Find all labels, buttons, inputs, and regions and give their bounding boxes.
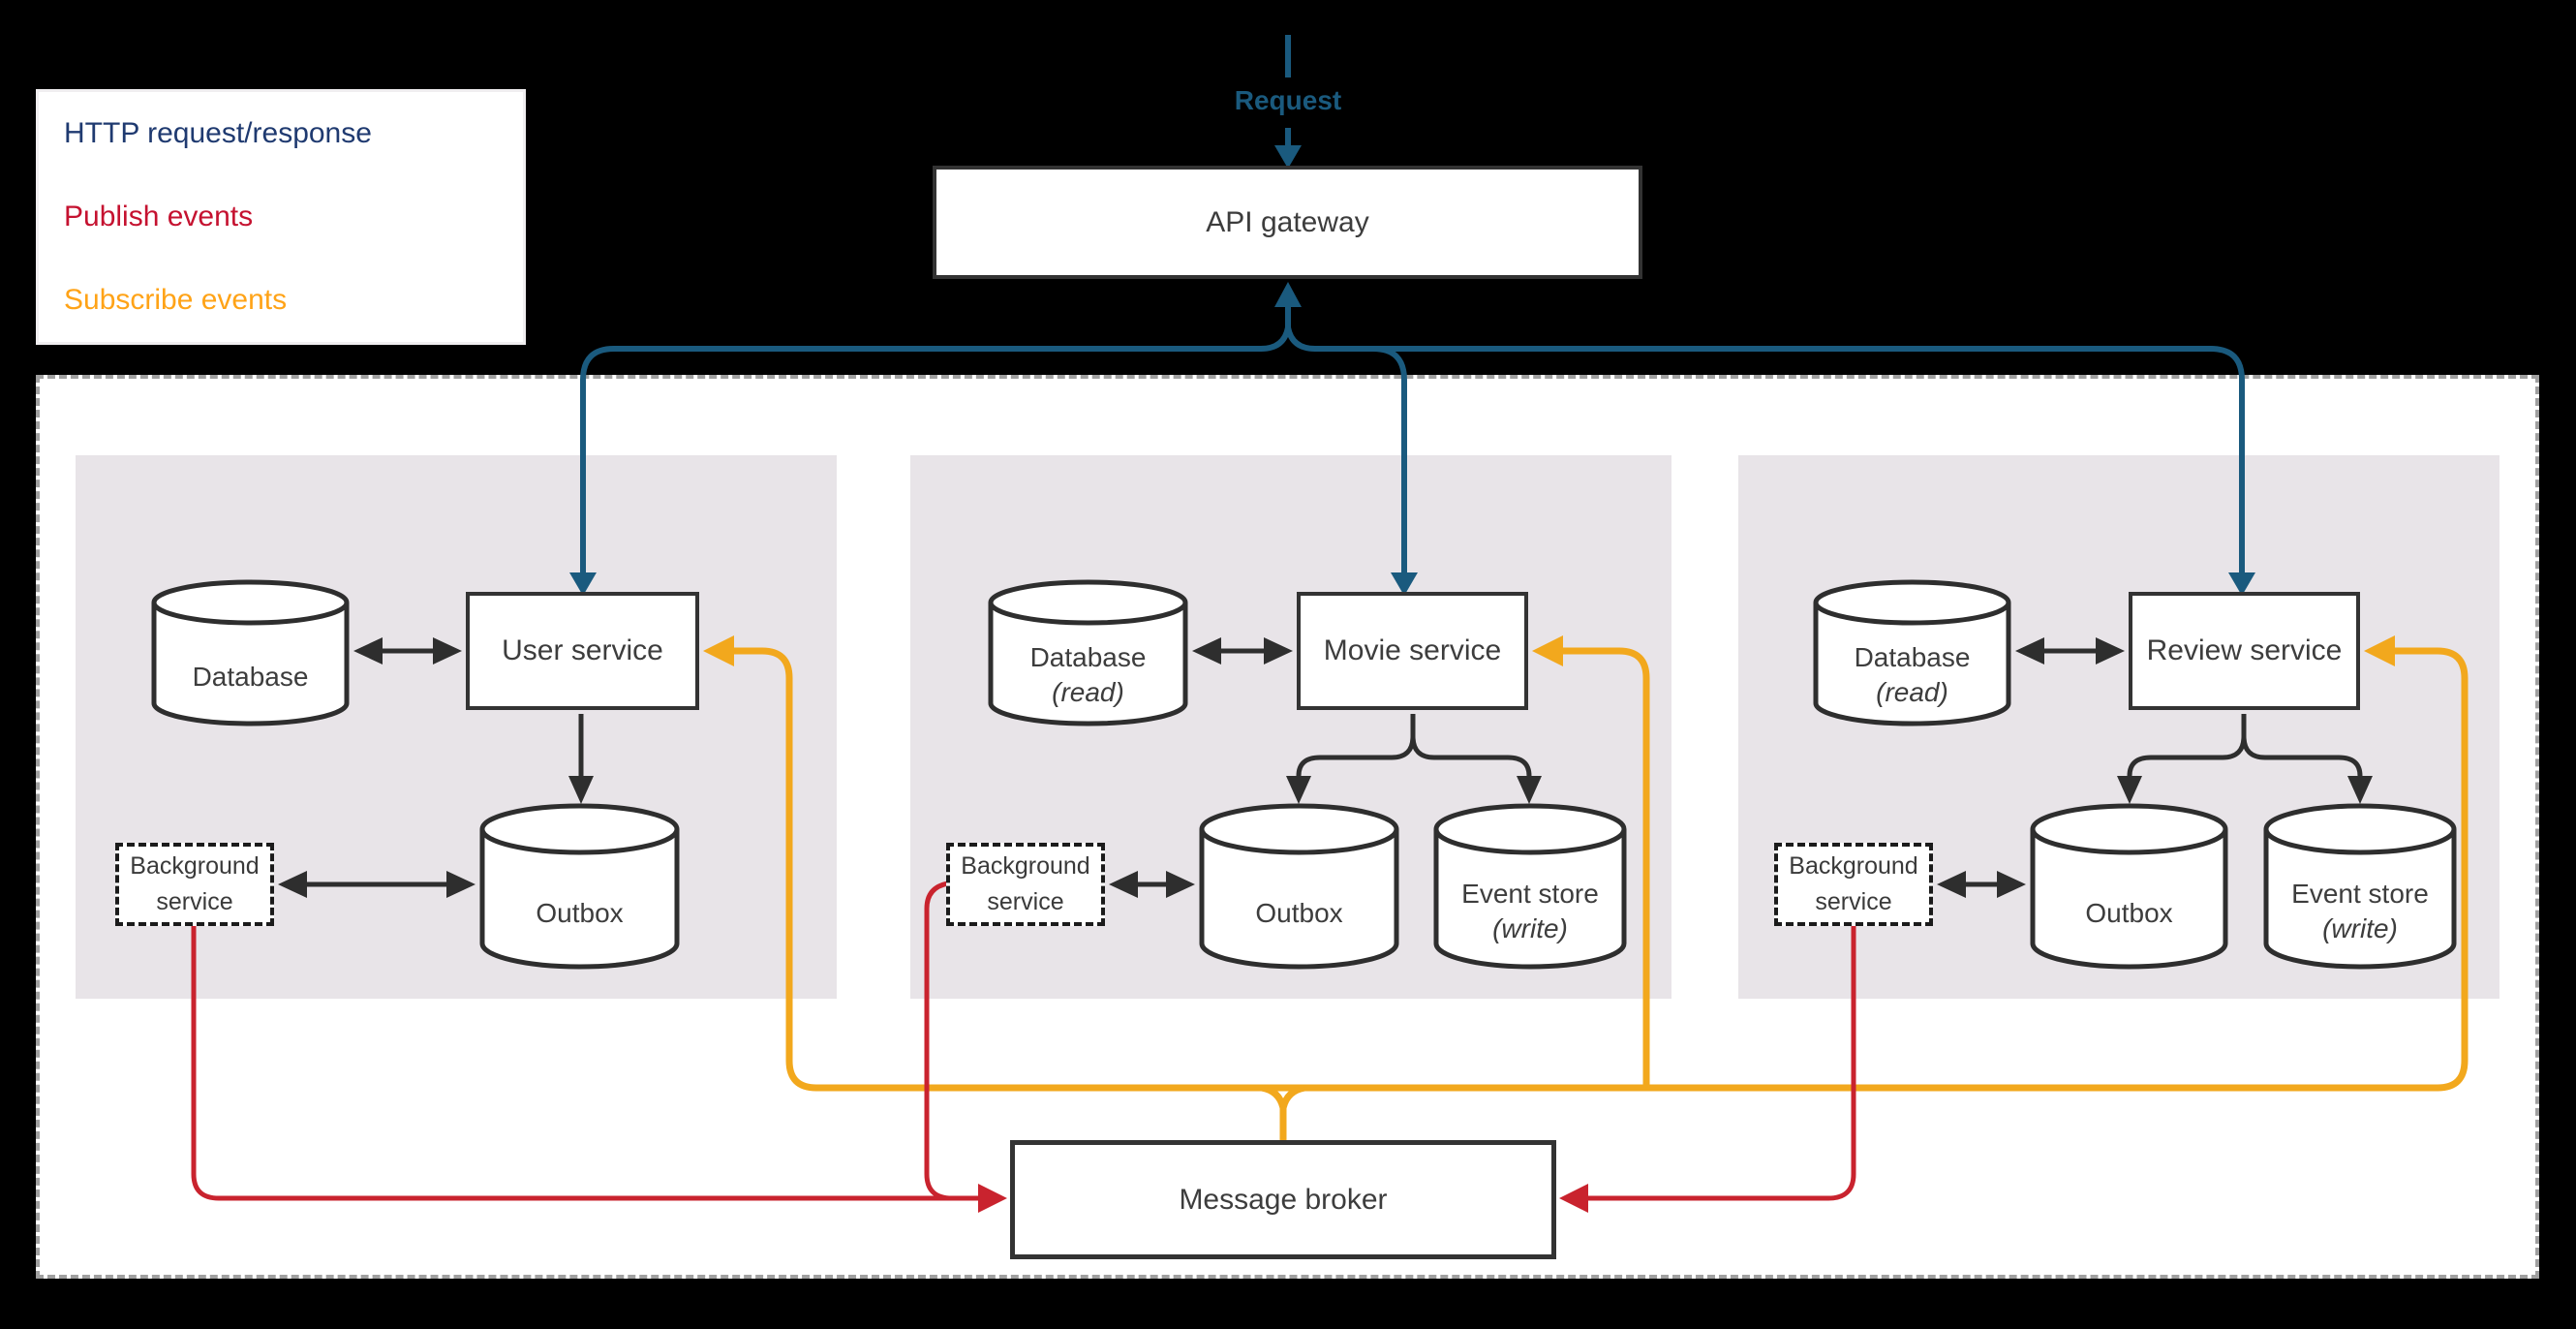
arrowhead-into-gateway-bottom: [1274, 282, 1302, 307]
request-flow-label: Request: [1234, 85, 1342, 115]
api-gateway-label: API gateway: [1206, 205, 1369, 238]
movie-service-label: Movie service: [1323, 634, 1502, 666]
blue-bus-peak-right: [1285, 326, 1316, 352]
legend-box: HTTP request/response Publish events Sub…: [36, 89, 526, 345]
background-service-node-user: Background service: [115, 843, 274, 926]
message-broker-label: Message broker: [1179, 1183, 1388, 1216]
message-broker-node: Message broker: [1010, 1140, 1556, 1259]
outbox-label: Outbox: [2085, 898, 2173, 928]
database-cylinder-movie: Database (read): [988, 579, 1188, 726]
event-store-label: Event store: [1461, 879, 1599, 909]
background-service-node-review: Background service: [1774, 843, 1933, 926]
api-gateway-node: API gateway: [933, 166, 1642, 279]
event-store-cylinder-movie: Event store (write): [1433, 803, 1627, 970]
legend-item-publish: Publish events: [64, 201, 254, 232]
database-sublabel: (read): [1052, 677, 1124, 707]
blue-bus-peak-left: [1260, 326, 1291, 352]
database-cylinder-user: Database: [151, 579, 350, 726]
outbox-cylinder-movie: Outbox: [1199, 803, 1399, 970]
review-service-label: Review service: [2146, 634, 2343, 666]
outbox-cylinder-user: Outbox: [479, 803, 680, 970]
database-cylinder-review: Database (read): [1813, 579, 2011, 726]
user-service-label: User service: [502, 634, 663, 666]
outbox-label: Outbox: [536, 898, 624, 928]
event-store-sublabel: (write): [1492, 913, 1568, 943]
event-store-sublabel: (write): [2322, 913, 2398, 943]
background-service-label: Background service: [961, 852, 1090, 915]
legend-item-http: HTTP request/response: [64, 117, 372, 149]
outbox-label: Outbox: [1255, 898, 1343, 928]
database-label: Database: [1854, 642, 1971, 672]
event-store-label: Event store: [2291, 879, 2429, 909]
background-service-node-movie: Background service: [946, 843, 1105, 926]
outbox-cylinder-review: Outbox: [2030, 803, 2228, 970]
background-service-label: Background service: [130, 852, 260, 915]
event-store-cylinder-review: Event store (write): [2263, 803, 2457, 970]
database-sublabel: (read): [1876, 677, 1948, 707]
review-service-node: Review service: [2129, 592, 2360, 710]
legend-item-subscribe: Subscribe events: [64, 284, 288, 316]
background-service-label: Background service: [1789, 852, 1918, 915]
user-service-node: User service: [466, 592, 699, 710]
database-label: Database: [192, 662, 309, 692]
database-label: Database: [1029, 642, 1147, 672]
movie-service-node: Movie service: [1297, 592, 1528, 710]
